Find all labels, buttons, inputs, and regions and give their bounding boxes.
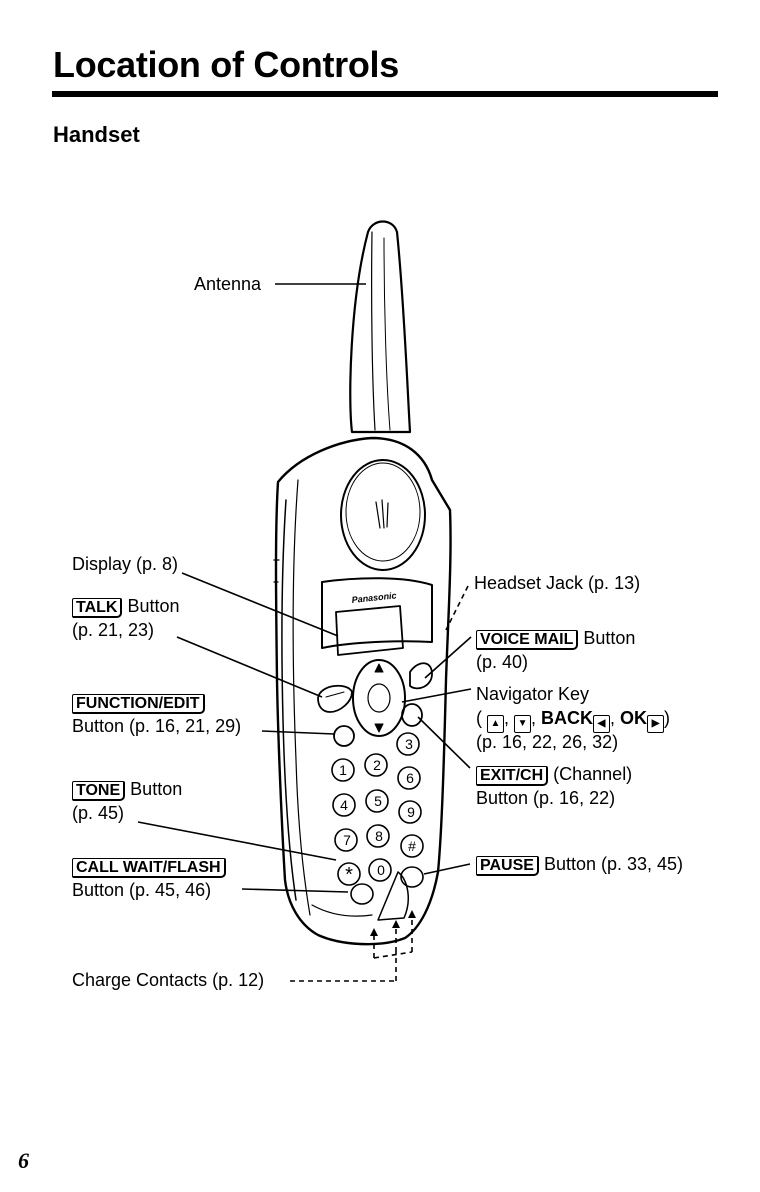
svg-text:3: 3 bbox=[405, 736, 413, 752]
voicemail-key-glyph: VOICE MAIL bbox=[476, 630, 578, 650]
label-navigator-keys: ( ▲, ▼, BACK◀, OK▶) bbox=[476, 706, 670, 733]
svg-text:4: 4 bbox=[340, 797, 348, 813]
label-talk-pages: (p. 21, 23) bbox=[72, 618, 154, 642]
label-tone-button: TONE Button bbox=[72, 777, 182, 801]
label-function-text: Button (p. 16, 21, 29) bbox=[72, 714, 241, 738]
svg-text:8: 8 bbox=[375, 828, 383, 844]
svg-text:5: 5 bbox=[374, 793, 382, 809]
pause-key-glyph: PAUSE bbox=[476, 856, 539, 876]
right-arrow-icon: ▶ bbox=[647, 715, 664, 733]
label-exit-pages: Button (p. 16, 22) bbox=[476, 786, 615, 810]
exit-key-glyph: EXIT/CH bbox=[476, 766, 548, 786]
label-charge-contacts: Charge Contacts (p. 12) bbox=[72, 968, 264, 992]
label-function-key: FUNCTION/EDIT bbox=[72, 690, 205, 714]
tone-key-glyph: TONE bbox=[72, 781, 125, 801]
svg-text:#: # bbox=[408, 838, 416, 854]
callwait-key-glyph: CALL WAIT/FLASH bbox=[72, 858, 226, 878]
label-exit-button: EXIT/CH (Channel) bbox=[476, 762, 632, 786]
svg-text:*: * bbox=[345, 864, 353, 886]
label-voicemail-button: VOICE MAIL Button bbox=[476, 626, 635, 650]
label-headset-jack: Headset Jack (p. 13) bbox=[474, 571, 640, 595]
label-callwait-text: Button (p. 45, 46) bbox=[72, 878, 211, 902]
label-navigator: Navigator Key bbox=[476, 682, 589, 706]
label-display: Display (p. 8) bbox=[72, 552, 178, 576]
svg-text:7: 7 bbox=[343, 832, 351, 848]
svg-text:0: 0 bbox=[377, 862, 385, 878]
svg-text:2: 2 bbox=[373, 757, 381, 773]
svg-text:1: 1 bbox=[339, 762, 347, 778]
talk-key-glyph: TALK bbox=[72, 598, 122, 618]
label-pause-button: PAUSE Button (p. 33, 45) bbox=[476, 852, 683, 876]
svg-text:6: 6 bbox=[406, 770, 414, 786]
label-talk-button: TALK Button bbox=[72, 594, 180, 618]
label-callwait-key: CALL WAIT/FLASH bbox=[72, 854, 226, 878]
label-voicemail-pages: (p. 40) bbox=[476, 650, 528, 674]
label-antenna: Antenna bbox=[194, 272, 261, 296]
function-key-glyph: FUNCTION/EDIT bbox=[72, 694, 205, 714]
label-tone-pages: (p. 45) bbox=[72, 801, 124, 825]
svg-text:9: 9 bbox=[407, 804, 415, 820]
page-number: 6 bbox=[18, 1148, 29, 1174]
label-navigator-pages: (p. 16, 22, 26, 32) bbox=[476, 730, 618, 754]
